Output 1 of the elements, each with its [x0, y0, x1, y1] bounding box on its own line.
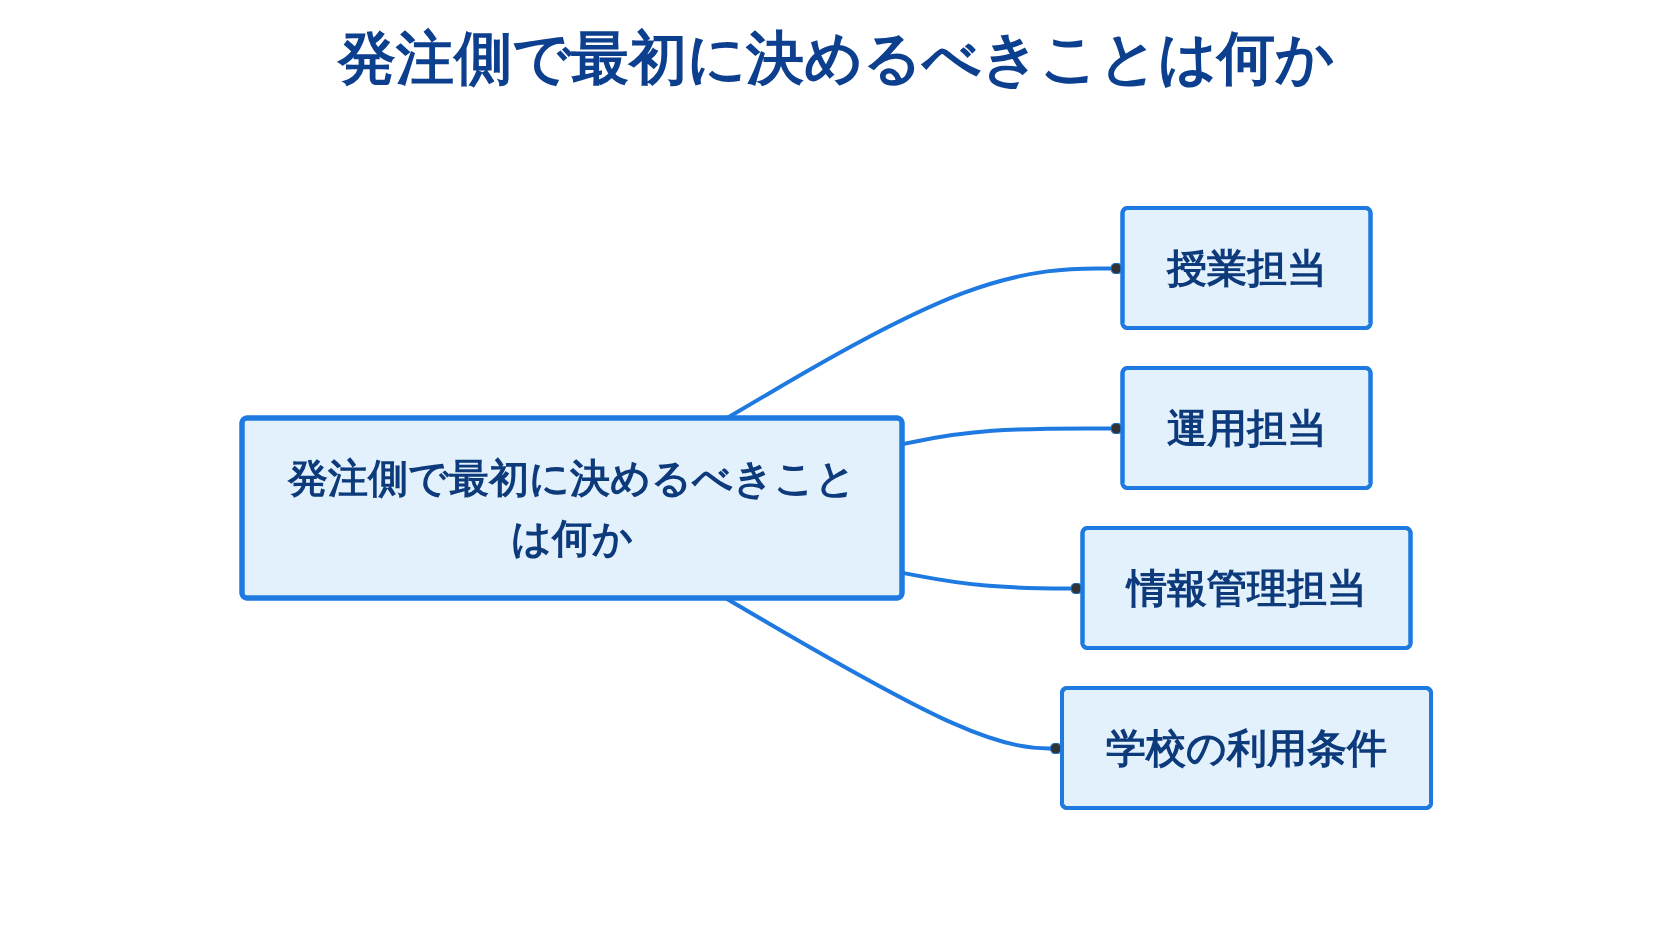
- title: 発注側で最初に決めるべきことは何か: [336, 23, 1335, 94]
